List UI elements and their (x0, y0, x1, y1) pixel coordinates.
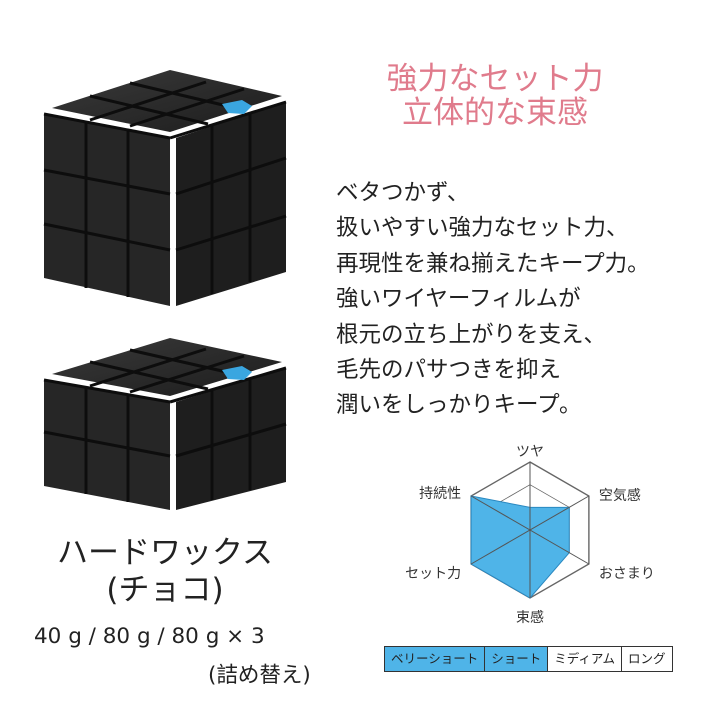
radar-spokes (470, 462, 590, 598)
product-description: ベタつかず、 扱いやすい強力なセット力、 再現性を兼ね揃えたキープ力。 強いワイ… (336, 176, 716, 424)
radar-value-area (470, 495, 570, 599)
product-name: ハードワックス (チョコ) (20, 535, 310, 609)
description-line: 根元の立ち上がりを支え、 (336, 321, 607, 348)
headline-line-2: 立体的な束感 (402, 95, 588, 131)
radar-chart: ツヤ 空気感 おさまり 束感 セット力 持続性 (405, 444, 655, 626)
product-name-line-1: ハードワックス (56, 535, 274, 571)
description-line: 再現性を兼ね揃えたキープ力。 (336, 250, 650, 277)
radar-label-tabakan: 束感 (516, 609, 544, 626)
radar-label-setto-ryoku: セット力 (405, 566, 461, 582)
radar-label-tsuya: ツヤ (516, 444, 544, 460)
length-short: ショート (485, 647, 549, 671)
product-cube-image-bottom (43, 338, 287, 510)
headline-line-1: 強力なセット力 (386, 61, 604, 97)
radar-spoke (470, 495, 590, 565)
headline: 強力なセット力 立体的な束感 (330, 62, 660, 130)
description-line: 毛先のパサつきを抑え (336, 357, 562, 384)
length-very-short: ベリーショート (385, 647, 486, 671)
radar-label-osamari: おさまり (599, 566, 655, 582)
radar-label-jizokusei: 持続性 (419, 485, 461, 502)
description-line: 強いワイヤーフィルムが (336, 286, 581, 313)
product-cube-image-top (43, 70, 287, 306)
product-name-line-2: (チョコ) (106, 572, 224, 608)
length-long: ロング (628, 651, 666, 666)
refill-note: (詰め替え) (208, 663, 311, 688)
radar-label-kukikan: 空気感 (599, 487, 641, 504)
product-sizes: 40 g / 80 g / 80 g × 3 (34, 624, 265, 649)
description-line: ベタつかず、 (336, 180, 470, 206)
description-line: 扱いやすい強力なセット力、 (336, 215, 629, 242)
length-medium: ミディアム (548, 647, 623, 671)
hair-length-scale: ベリーショート ショート ミディアム ロング (384, 646, 673, 672)
description-line: 潤いをしっかりキープ。 (336, 392, 582, 419)
